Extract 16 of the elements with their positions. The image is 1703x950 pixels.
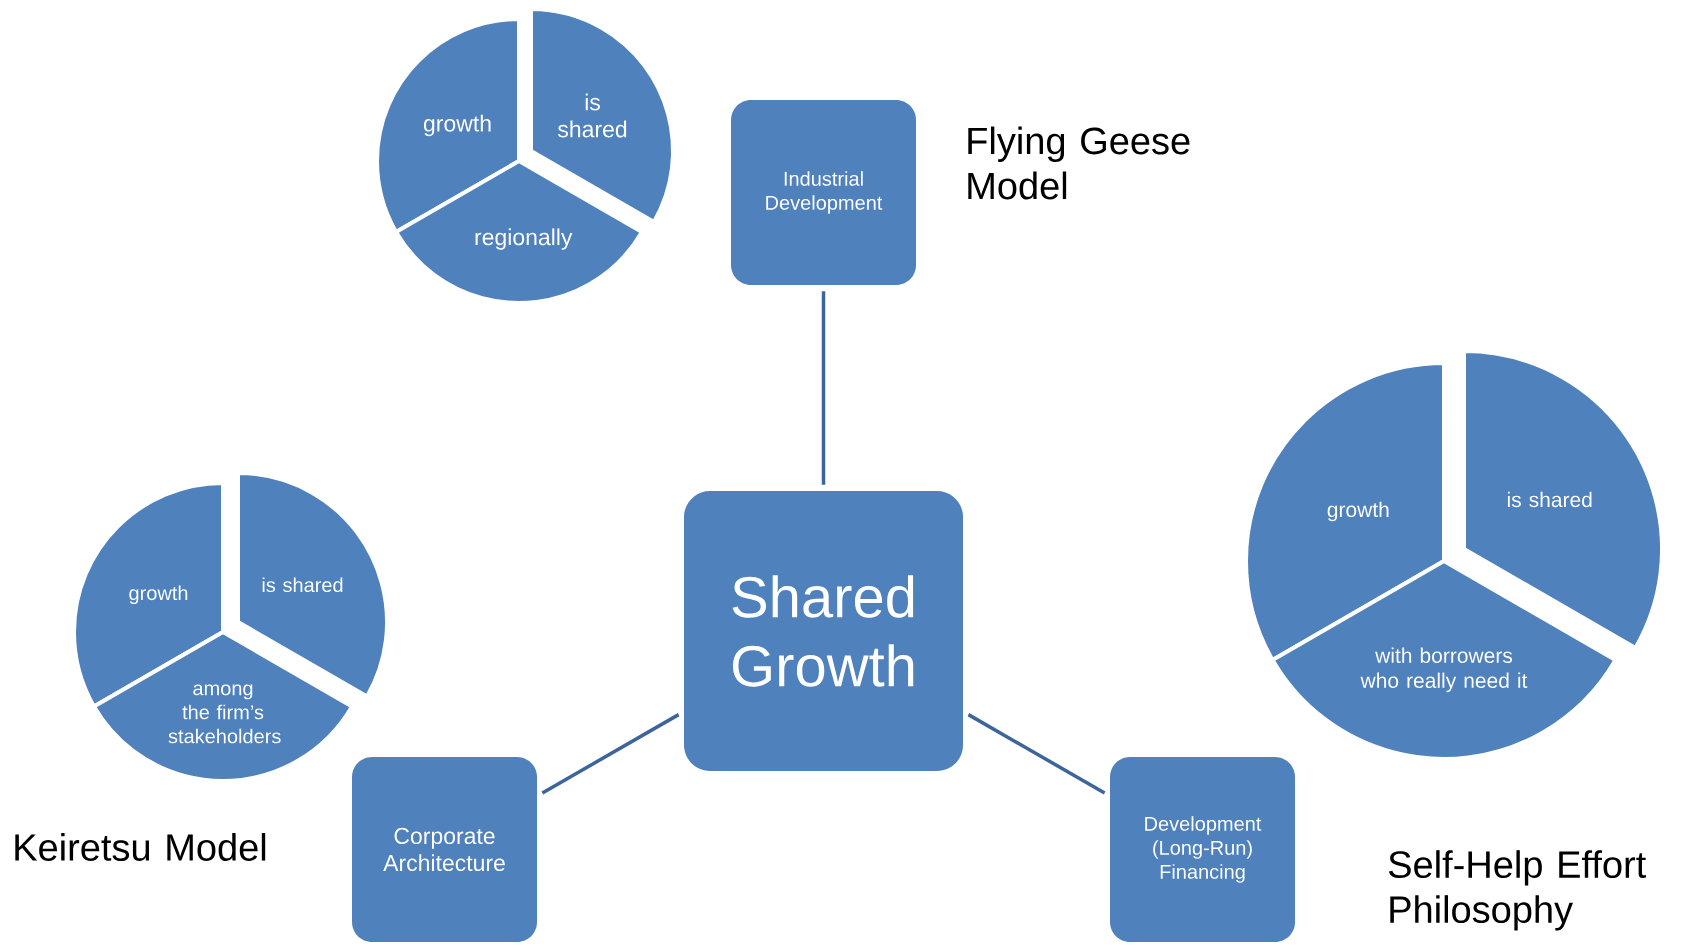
model-title: Self-Help Effort Philosophy — [1388, 850, 1646, 931]
connector-line — [967, 713, 1106, 795]
rounded-box: Industrial Development — [731, 100, 916, 285]
model-title: Flying Geese Model — [968, 126, 1190, 200]
rounded-box: Development (Long-Run) Financing — [1110, 757, 1295, 942]
node-label: is shared — [1507, 491, 1592, 508]
pie-segment: with borrowers who really need it — [1270, 559, 1618, 761]
pie-segment: is shared — [529, 7, 676, 224]
pie-segment: is shared — [1462, 349, 1665, 650]
pie-segment: regionally — [394, 159, 644, 305]
model-title: Keiretsu Model — [15, 833, 266, 861]
rounded-box: Shared Growth — [684, 491, 963, 771]
connector-line — [541, 713, 680, 795]
connector-line — [821, 291, 826, 485]
pie-segment: among the firm’s stakeholders — [91, 630, 355, 783]
rounded-box: Corporate Architecture — [352, 757, 537, 942]
